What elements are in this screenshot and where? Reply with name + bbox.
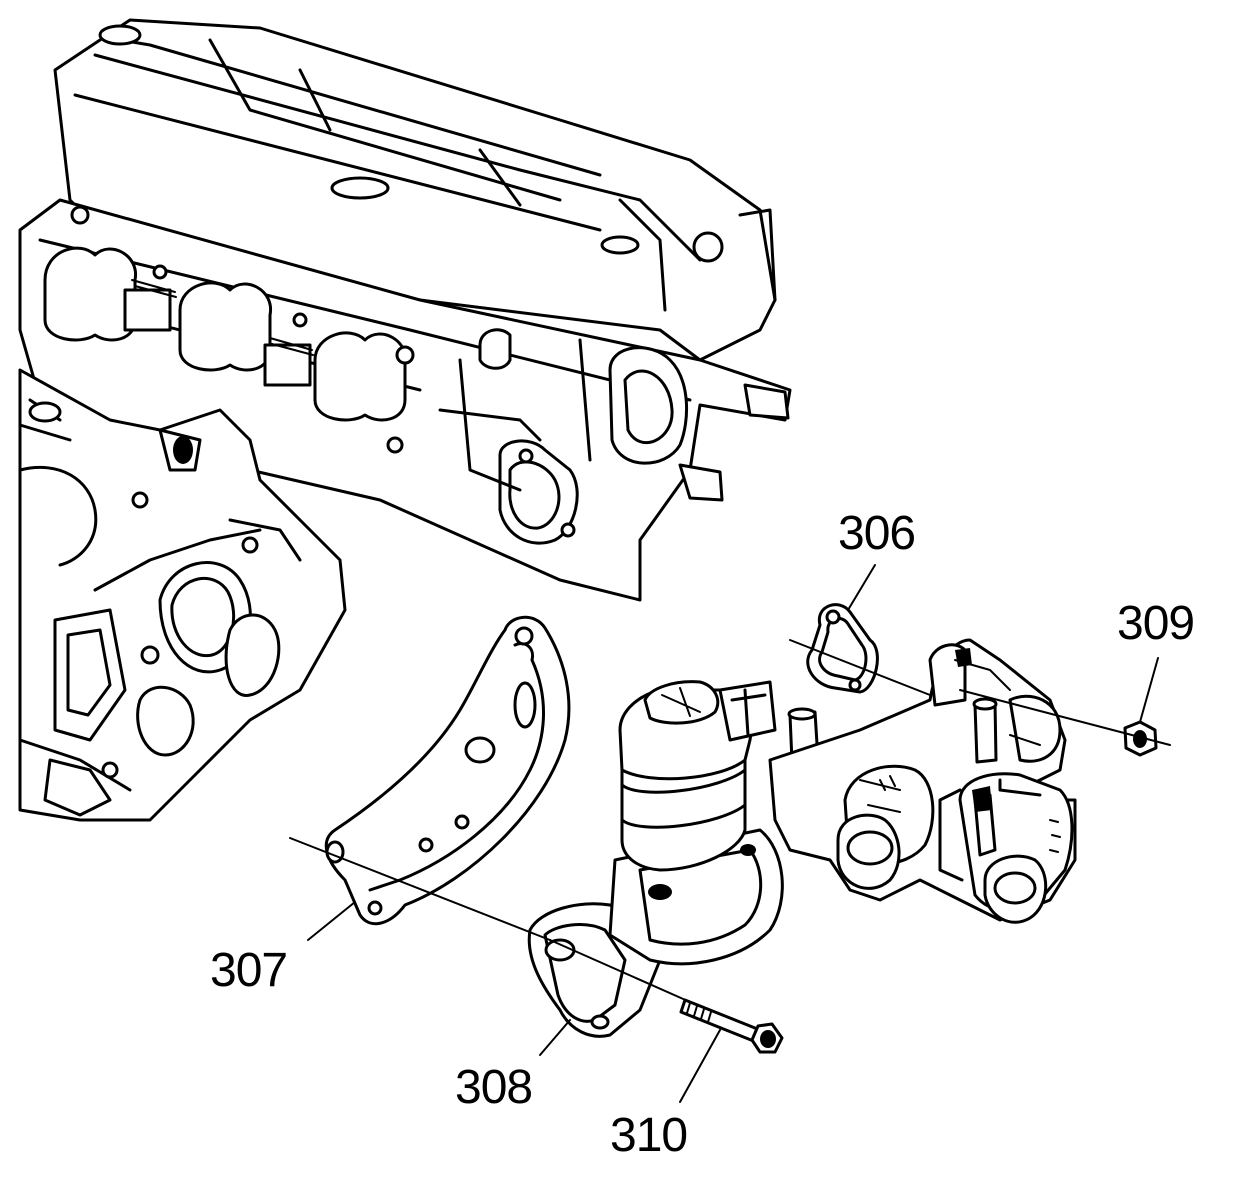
engine-block-left [18, 368, 347, 822]
callout-310: 310 [610, 1109, 688, 1162]
callout-308: 308 [455, 1061, 533, 1114]
leader-308 [539, 1019, 571, 1056]
leader-lines [307, 564, 1159, 1103]
callout-307: 307 [210, 944, 288, 997]
water-outlet-housing [768, 638, 1077, 924]
callout-306: 306 [838, 507, 916, 560]
nut-309 [1123, 720, 1158, 757]
bolt-310 [679, 998, 784, 1054]
leader-306 [847, 564, 876, 611]
leader-310 [679, 1029, 721, 1103]
cylinder-head [18, 18, 792, 602]
leader-307 [307, 901, 356, 941]
gasket-306 [806, 603, 879, 694]
alignment-lines [289, 639, 1171, 1003]
egr-valve [527, 680, 820, 1038]
bracket-307 [324, 615, 571, 926]
callout-309: 309 [1117, 597, 1195, 650]
leader-309 [1139, 657, 1159, 723]
